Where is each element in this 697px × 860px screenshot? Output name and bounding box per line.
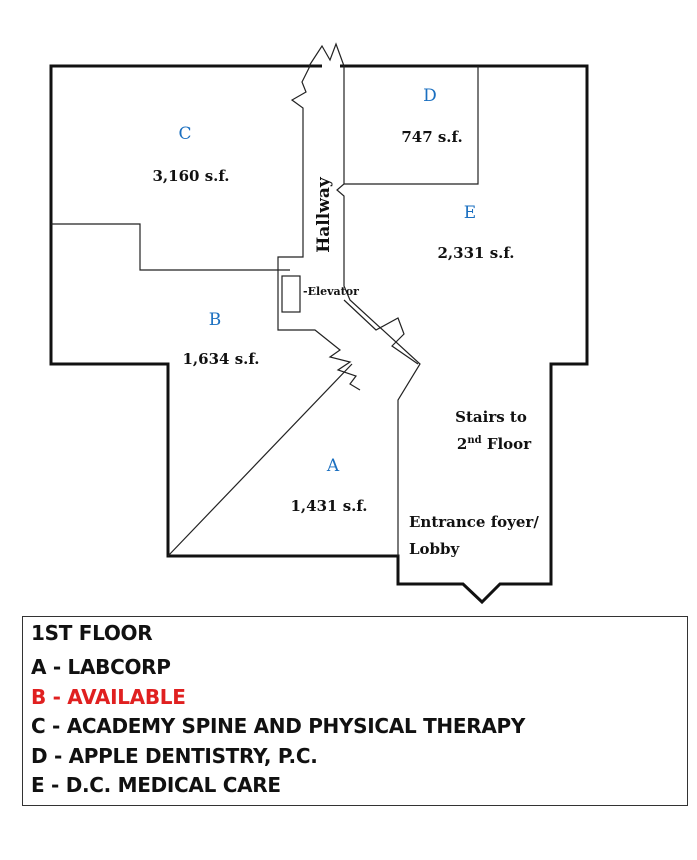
- unit-area-c: 3,160 s.f.: [153, 167, 230, 185]
- elevator-label: -Elevator: [303, 285, 359, 298]
- wall-a-diagonal: [167, 363, 353, 557]
- unit-letter-e: E: [464, 203, 476, 223]
- legend-row-c: C - ACADEMY SPINE AND PHYSICAL THERAPY: [31, 714, 526, 738]
- legend-row-b: B - AVAILABLE: [31, 684, 186, 709]
- stairs-label-line1: Stairs to: [455, 408, 527, 426]
- legend-row-e: E - D.C. MEDICAL CARE: [31, 773, 281, 797]
- unit-letter-c: C: [178, 124, 191, 144]
- hallway-label: Hallway: [314, 176, 334, 253]
- hallway-top-opening: [308, 42, 345, 67]
- wall-d-e: [344, 66, 479, 185]
- foyer-label-line2: Lobby: [409, 540, 461, 558]
- wall-c-b: [51, 223, 290, 271]
- legend-title: 1ST FLOOR: [31, 621, 153, 645]
- hallway-right-wall: [336, 66, 421, 556]
- unit-area-e: 2,331 s.f.: [438, 244, 515, 262]
- building-outline: [49, 64, 589, 605]
- unit-area-a: 1,431 s.f.: [291, 497, 368, 515]
- hallway-left-wall: [277, 65, 361, 391]
- legend-row-d: D - APPLE DENTISTRY, P.C.: [31, 743, 318, 768]
- elevator-box: [281, 275, 301, 313]
- legend-row-a: A - LABCORP: [31, 655, 171, 679]
- unit-area-d: 747 s.f.: [401, 128, 462, 146]
- unit-letter-a: A: [326, 456, 340, 476]
- tenant-legend: 1ST FLOOR A - LABCORP B - AVAILABLE C - …: [22, 616, 688, 806]
- foyer-label-line1: Entrance foyer/: [409, 513, 539, 531]
- stairs-label-line2: 2nd Floor: [457, 435, 532, 453]
- unit-area-b: 1,634 s.f.: [183, 350, 260, 368]
- hallway-right-jog: [343, 299, 419, 365]
- unit-letter-d: D: [423, 86, 437, 106]
- floor-plan: C D E B A 3,160 s.f. 747 s.f. 2,331 s.f.…: [49, 42, 589, 605]
- unit-letter-b: B: [209, 310, 222, 330]
